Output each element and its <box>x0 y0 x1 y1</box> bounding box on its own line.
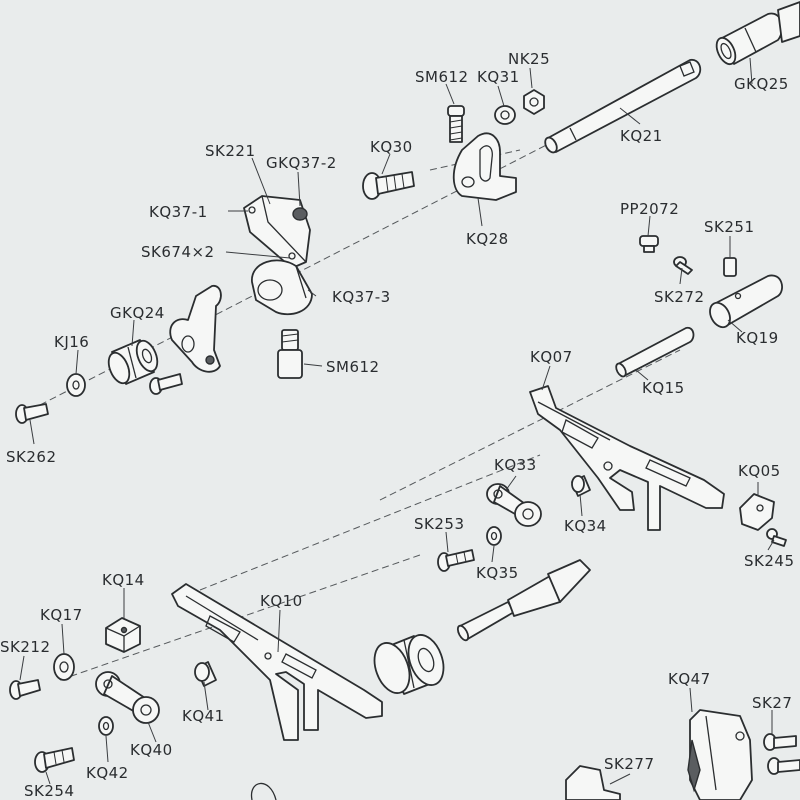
part-large-roller <box>373 634 445 695</box>
label-sk253: SK253 <box>414 515 465 533</box>
label-kq07: KQ07 <box>530 348 573 366</box>
part-kq40-link <box>95 671 160 724</box>
part-kq35-washer <box>486 526 502 546</box>
part-kq21-shaft <box>544 59 702 154</box>
leader-lines <box>19 57 775 785</box>
part-crank-lever <box>169 285 222 373</box>
label-kq15: KQ15 <box>642 379 685 397</box>
label-gkq24: GKQ24 <box>110 304 165 322</box>
label-kq05: KQ05 <box>738 462 781 480</box>
part-labels: GKQ25 NK25 SM612 KQ31 KQ21 KQ30 SK221 GK… <box>0 50 795 800</box>
label-kq47: KQ47 <box>668 670 711 688</box>
label-sk277: SK277 <box>604 755 655 773</box>
label-kj16: KJ16 <box>54 333 89 351</box>
label-sk221: SK221 <box>205 142 256 160</box>
label-kq31: KQ31 <box>477 68 520 86</box>
part-sk251-screw <box>723 257 737 277</box>
label-kq40: KQ40 <box>130 741 173 759</box>
label-kq14: KQ14 <box>102 571 145 589</box>
label-sk251: SK251 <box>704 218 755 236</box>
part-kq33-link <box>486 483 542 527</box>
label-kq30: KQ30 <box>370 138 413 156</box>
part-kq17-washer <box>53 653 75 681</box>
part-kq37-block <box>243 195 311 269</box>
label-kq41: KQ41 <box>182 707 225 725</box>
part-sm612-top-screw <box>447 105 465 143</box>
label-kq19: KQ19 <box>736 329 779 347</box>
label-sm612-bottom: SM612 <box>326 358 380 376</box>
label-sk262: SK262 <box>6 448 57 466</box>
label-gkq37-2: GKQ37-2 <box>266 154 337 172</box>
part-kq47-bracket <box>687 709 753 800</box>
part-kq14-block <box>105 617 141 653</box>
label-kq37-3: KQ37-3 <box>332 288 391 306</box>
label-gkq25: GKQ25 <box>734 75 789 93</box>
label-kq17: KQ17 <box>40 606 83 624</box>
part-bottom-ring <box>250 782 277 800</box>
part-sk277-bracket <box>565 765 621 800</box>
label-nk25: NK25 <box>508 50 550 68</box>
part-kq28-bracket <box>452 132 517 201</box>
label-sk212: SK212 <box>0 638 51 656</box>
label-kq37-1: KQ37-1 <box>149 203 208 221</box>
part-sk212-screw <box>9 679 41 700</box>
label-kq42: KQ42 <box>86 764 129 782</box>
part-tapered-shaft <box>456 559 591 642</box>
part-sk253-screw <box>437 549 475 572</box>
part-kq30-screw <box>362 171 415 200</box>
part-sm612-bottom-screw <box>277 329 303 379</box>
label-pp2072: PP2072 <box>620 200 679 218</box>
label-sm612-top: SM612 <box>415 68 469 86</box>
label-kq35: KQ35 <box>476 564 519 582</box>
part-kj16-washer <box>66 373 86 397</box>
part-sk272-screw <box>673 256 693 275</box>
part-kq05-block <box>739 493 775 531</box>
part-sk27-screws <box>763 733 800 775</box>
label-kq34: KQ34 <box>564 517 607 535</box>
label-kq10: KQ10 <box>260 592 303 610</box>
label-kq28: KQ28 <box>466 230 509 248</box>
label-sk245: SK245 <box>744 552 795 570</box>
part-small-screw-gkq24 <box>149 373 183 395</box>
label-kq33: KQ33 <box>494 456 537 474</box>
part-kq34-bushing <box>571 475 591 497</box>
part-gkq25-sleeve <box>715 1 800 66</box>
label-sk27x: SK27 <box>752 694 792 712</box>
label-sk674: SK674×2 <box>141 243 215 261</box>
part-kq42-washer <box>98 716 114 736</box>
part-kq41-bushing <box>194 661 217 687</box>
label-kq21: KQ21 <box>620 127 663 145</box>
part-kq15-pin <box>615 326 695 378</box>
part-gkq24-roller <box>107 339 159 385</box>
part-kq19-sleeve <box>709 274 783 329</box>
part-sk254-screw <box>34 747 75 773</box>
label-sk254: SK254 <box>24 782 75 800</box>
part-nk25-nut <box>523 89 545 115</box>
part-kq07-arm <box>529 385 725 531</box>
label-sk272: SK272 <box>654 288 705 306</box>
part-kq37-3-collar <box>251 259 313 316</box>
part-sk245-screw <box>766 528 787 547</box>
assembly-axis-lines <box>39 137 681 681</box>
part-kq31-washer <box>494 105 516 125</box>
part-pp2072-pin <box>639 235 659 253</box>
part-kq10-arm <box>171 583 383 741</box>
part-sk262-screw <box>15 403 49 424</box>
